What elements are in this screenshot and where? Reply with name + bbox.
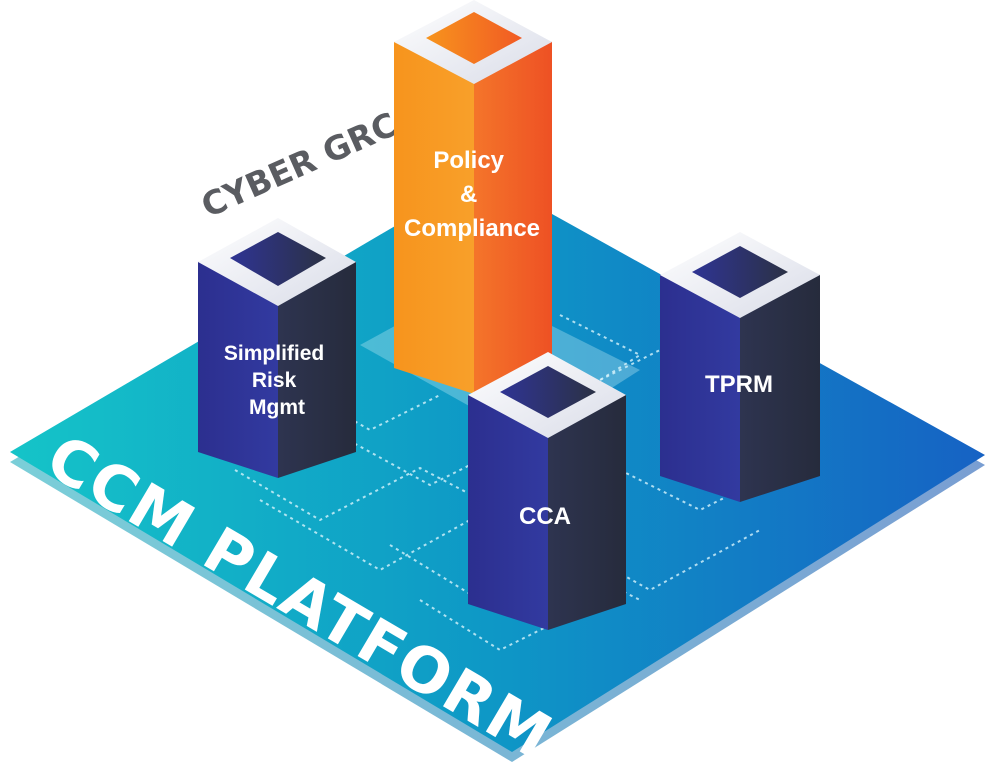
circuit-path <box>329 429 521 487</box>
pillar-label-line: TPRM <box>705 371 773 398</box>
pillar-label-line: Risk <box>252 369 297 392</box>
pillar-cap-hole <box>230 232 326 286</box>
pillar-label-line: Compliance <box>404 215 540 242</box>
pillar-face-left <box>468 368 548 630</box>
pillar-face-left <box>198 235 278 478</box>
pillar-face-left <box>660 248 740 502</box>
pillar-label-line: Mgmt <box>249 396 305 419</box>
svg-text:TPRM: TPRM <box>705 371 773 398</box>
pillar-simplified-risk: Simplified Risk Mgmt <box>198 218 356 478</box>
circuit-path <box>599 328 781 381</box>
pillar-face-right <box>474 15 552 394</box>
pillar-face-left <box>394 15 474 394</box>
circuit-path <box>234 466 511 522</box>
pillar-cca: CCA <box>468 352 626 630</box>
pillar-face-right <box>740 248 820 502</box>
pillar-label-line: Policy <box>433 147 504 174</box>
pillar-label-line: & <box>460 181 477 208</box>
circuit-path <box>559 314 643 381</box>
pillar-face-right <box>548 368 626 630</box>
pillar-policy: Policy & Compliance <box>394 0 552 394</box>
pillar-cap-hole <box>500 366 596 418</box>
pillar-cap-hole <box>426 12 522 64</box>
product-label: CYBER GRC <box>195 104 402 225</box>
svg-text:CCA: CCA <box>519 503 571 530</box>
circuit-path <box>619 449 821 512</box>
svg-text:Policy & Compl: Policy & Compliance <box>404 147 540 242</box>
pillar-label-line: Simplified <box>224 342 324 365</box>
pillar-tprm: TPRM <box>660 232 820 502</box>
pillar-face-right <box>278 235 356 478</box>
pillar-cap-hole <box>692 246 788 298</box>
pillar-label-line: CCA <box>519 503 571 530</box>
svg-text:Simplified Risk: Simplified Risk Mgmt <box>224 342 330 419</box>
